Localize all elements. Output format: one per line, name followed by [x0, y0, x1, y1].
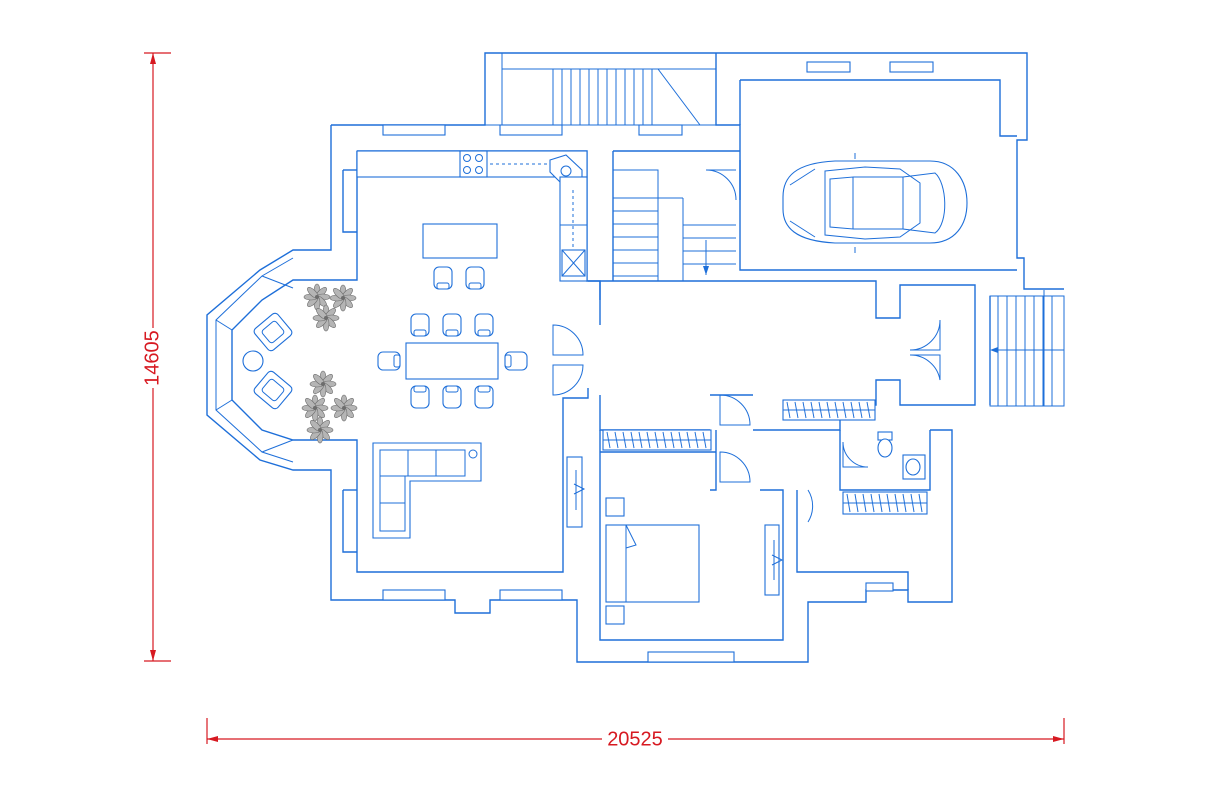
dining-chair: [442, 385, 462, 409]
sink-icon: [902, 454, 926, 480]
corner-sofa: [372, 442, 482, 539]
garage: [715, 53, 1017, 271]
plant-icon: [329, 284, 357, 312]
plant-icon: [301, 394, 329, 422]
doors: [552, 319, 941, 523]
dining-chair: [474, 385, 494, 409]
toilet-icon: [877, 431, 893, 458]
tv-icon: [771, 540, 784, 580]
dining-chair: [504, 351, 528, 371]
kitchen: [356, 150, 588, 282]
dining-chair: [474, 313, 494, 337]
windows: [382, 61, 934, 663]
plant-icon: [303, 283, 331, 311]
plant-icon: [309, 370, 337, 398]
entrance-stairs-right: [989, 290, 1065, 407]
dining-table: [405, 342, 499, 380]
bedroom: [599, 429, 784, 641]
central-staircase: [612, 150, 740, 281]
bar-stool: [465, 266, 485, 290]
entrance-stairs-top: [484, 52, 717, 126]
dining-chair: [410, 385, 430, 409]
dining-chair: [377, 351, 401, 371]
plant-icon: [312, 304, 340, 332]
plants: [301, 283, 358, 444]
dining-chair: [442, 313, 462, 337]
plant-icon: [306, 416, 334, 444]
tv-icon: [566, 456, 586, 528]
bar-stool: [433, 266, 453, 290]
car-icon: [782, 153, 968, 253]
width-dimension: 20525: [206, 718, 1065, 750]
height-dimension-label: 14605: [141, 330, 163, 386]
dining-chair: [410, 313, 430, 337]
dining-chairs: [377, 266, 528, 409]
plant-icon: [330, 394, 358, 422]
interior-partitions: [588, 280, 601, 300]
bathroom: [782, 399, 931, 590]
lounge-seating: [242, 312, 293, 410]
width-dimension-label: 20525: [607, 728, 663, 750]
height-dimension: 14605: [141, 52, 171, 662]
